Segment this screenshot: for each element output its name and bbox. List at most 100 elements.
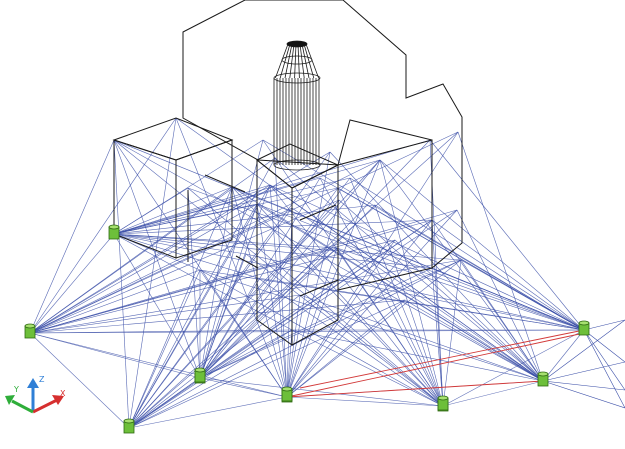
cable-link bbox=[29, 157, 276, 334]
cable-link bbox=[291, 329, 544, 382]
cable-link bbox=[29, 332, 201, 379]
cable-link bbox=[187, 187, 444, 407]
marker-cap bbox=[108, 224, 120, 230]
cable-link bbox=[29, 199, 340, 334]
cable-link bbox=[128, 299, 406, 429]
cable-link bbox=[187, 187, 585, 331]
cable-link bbox=[245, 253, 585, 331]
cable-link bbox=[128, 209, 458, 429]
cable-link bbox=[113, 204, 376, 235]
tower-cap-rib bbox=[303, 43, 315, 79]
cable-link bbox=[274, 157, 288, 398]
cable-link bbox=[29, 299, 406, 334]
cable-link bbox=[286, 151, 331, 398]
building-wireframe bbox=[112, 0, 463, 346]
cable-link bbox=[113, 219, 433, 235]
structure-edge bbox=[299, 279, 339, 297]
cable-link bbox=[199, 177, 321, 379]
tower-cap-rib bbox=[284, 43, 293, 79]
cable-link bbox=[29, 117, 177, 334]
foundation-marker bbox=[108, 224, 120, 240]
marker-cap bbox=[578, 320, 590, 326]
cable-link bbox=[442, 380, 544, 407]
cable-link bbox=[199, 269, 288, 398]
tower-cap-rib bbox=[294, 43, 297, 79]
cable-link bbox=[29, 332, 130, 429]
cable-link bbox=[128, 207, 293, 429]
marker-cap bbox=[194, 367, 206, 373]
cable-link bbox=[286, 199, 340, 398]
structure-edge bbox=[299, 204, 337, 221]
cable-link bbox=[199, 377, 288, 398]
structure-face bbox=[175, 139, 233, 259]
cable-link bbox=[113, 184, 271, 235]
cable-link bbox=[542, 319, 625, 382]
tower-cap-rib bbox=[305, 43, 319, 79]
structure-edge bbox=[204, 174, 246, 193]
structure-face bbox=[182, 0, 463, 270]
marker-cap bbox=[24, 323, 36, 329]
cable-link bbox=[199, 329, 293, 379]
cable-link bbox=[336, 247, 544, 382]
cable-link bbox=[583, 319, 625, 331]
cable-link bbox=[286, 396, 444, 407]
highlighted-link bbox=[286, 332, 585, 398]
tower-cap-rib bbox=[275, 43, 289, 79]
cable-link bbox=[199, 269, 444, 407]
ucs-x-axis bbox=[32, 398, 58, 414]
foundation-markers bbox=[24, 224, 590, 434]
cable-link bbox=[286, 219, 433, 398]
cable-link bbox=[128, 294, 301, 429]
tower-cap-ring bbox=[281, 55, 313, 65]
cable-link bbox=[349, 177, 585, 331]
foundation-marker bbox=[537, 371, 549, 387]
foundation-marker bbox=[437, 395, 449, 411]
cable-link bbox=[128, 219, 433, 429]
cable-link bbox=[583, 329, 625, 363]
cable-link bbox=[329, 151, 544, 382]
cable-link bbox=[113, 233, 201, 379]
cable-link bbox=[256, 203, 585, 331]
cable-link bbox=[128, 157, 276, 429]
cable-link bbox=[291, 329, 444, 407]
cable-link bbox=[128, 199, 340, 429]
cable-link bbox=[256, 203, 288, 398]
cable-link bbox=[460, 259, 544, 382]
ucs-z-label: Z bbox=[39, 375, 45, 384]
cable-link bbox=[29, 151, 331, 334]
ucs-x-arrow bbox=[52, 395, 64, 405]
ucs-y-label: Y bbox=[13, 385, 19, 394]
cable-link bbox=[113, 177, 321, 235]
cable-link bbox=[338, 199, 544, 382]
ucs-z-arrow bbox=[27, 378, 39, 388]
cable-link bbox=[199, 139, 431, 379]
cable-link bbox=[128, 259, 462, 429]
cable-link bbox=[231, 186, 288, 398]
cable-link bbox=[542, 380, 625, 409]
foundation-marker bbox=[123, 418, 135, 434]
cable-link bbox=[29, 159, 381, 334]
cable-link bbox=[199, 159, 381, 379]
cable-link bbox=[429, 139, 585, 331]
cable-link bbox=[29, 139, 115, 334]
cable-link bbox=[431, 267, 444, 407]
cable-link bbox=[379, 159, 585, 331]
ucs-y-arrow bbox=[5, 395, 15, 405]
highlighted-link bbox=[299, 329, 585, 389]
tower-cap-rib bbox=[299, 43, 305, 79]
cable-link bbox=[286, 159, 381, 398]
structure-face bbox=[337, 139, 433, 291]
cable-link bbox=[286, 207, 293, 398]
tower-cap-rib bbox=[297, 43, 300, 79]
structure-edge bbox=[235, 255, 259, 269]
cable-link bbox=[113, 233, 585, 331]
chimney-wireframe bbox=[273, 40, 321, 171]
cable-link bbox=[113, 139, 288, 398]
cable-link bbox=[29, 269, 201, 334]
cable-link bbox=[286, 329, 293, 398]
cable-link bbox=[442, 259, 462, 407]
cable-link bbox=[256, 203, 444, 407]
cable-link bbox=[128, 377, 201, 429]
